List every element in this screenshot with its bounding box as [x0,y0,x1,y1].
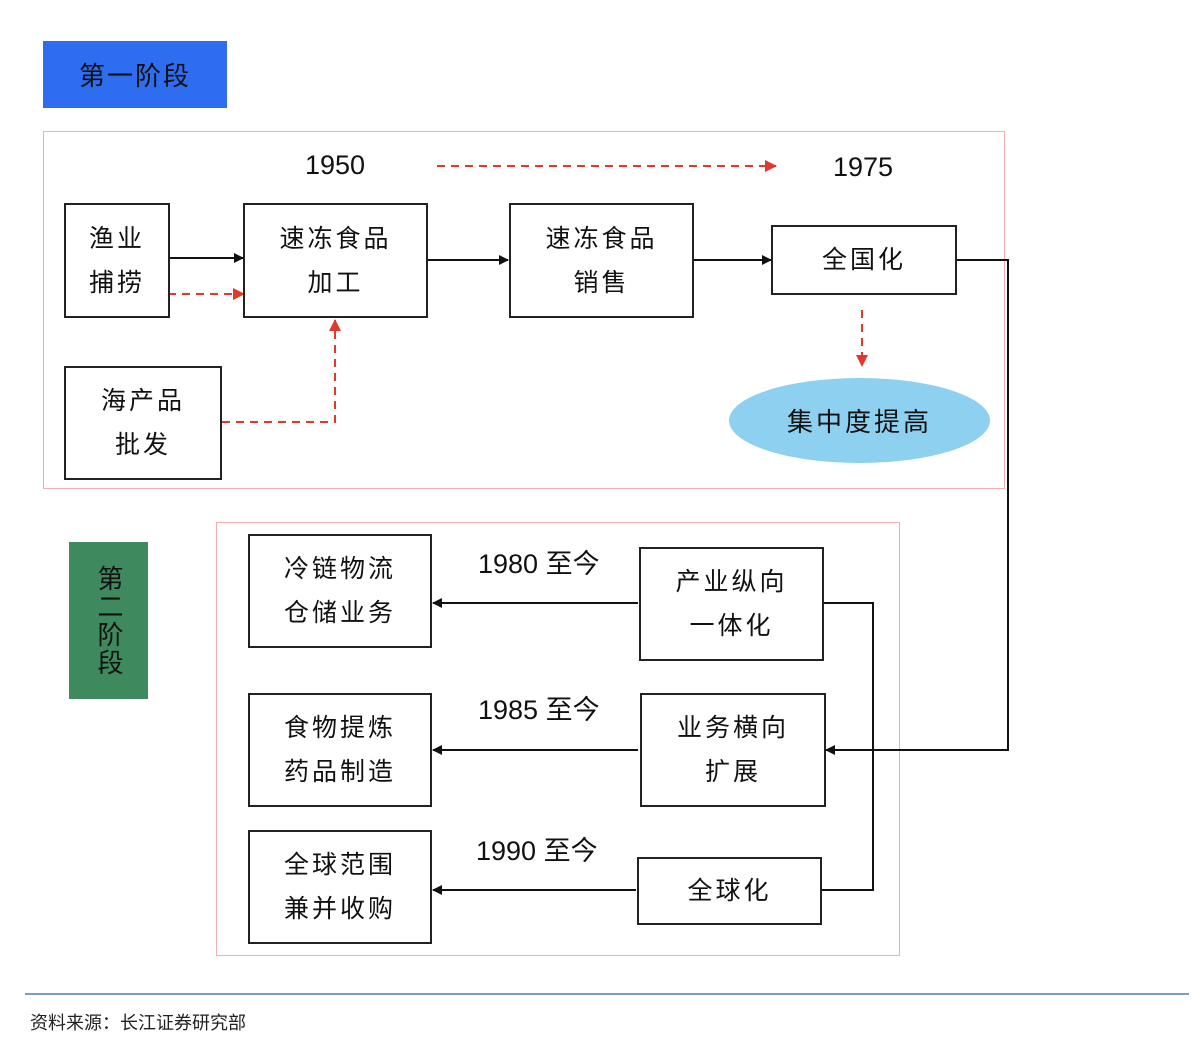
global-ma-box: 全球范围 兼并收购 [248,830,432,944]
nationalization-box: 全国化 [771,225,957,295]
national-to-horizontal-arrow [825,259,1009,755]
fishing-line-2: 捕捞 [88,267,145,297]
seafood-wholesale-line-2: 批发 [114,430,171,459]
wholesale-to-processing-arrow [222,319,341,423]
globalization-label: 全球化 [687,876,772,905]
coldchain-line-2: 仓储业务 [283,598,396,627]
frozen-sales-box: 速冻食品 销售 [509,203,694,318]
year-label-1980: 1980 至今 [478,549,600,579]
frozen-processing-line-1: 速冻食品 [279,223,392,253]
food-pharma-line-2: 药品制造 [283,757,396,786]
food-pharma-line-1: 食物提炼 [283,713,396,742]
globalization-box: 全球化 [637,857,822,925]
year-label-1985: 1985 至今 [478,695,600,725]
stage-two-badge: 第二阶段 [69,542,148,699]
vertical-integration-box: 产业纵向 一体化 [639,547,824,661]
horizontal-expansion-line-1: 业务横向 [676,713,789,742]
stage-one-badge: 第一阶段 [43,41,227,108]
seafood-wholesale-box: 海产品 批发 [64,366,222,480]
vertical-integration-line-2: 一体化 [689,611,774,640]
global-ma-line-1: 全球范围 [283,850,396,879]
frozen-sales-line-2: 销售 [573,267,630,297]
food-pharma-box: 食物提炼 药品制造 [248,693,432,807]
source-note: 资料来源：长江证券研究部 [30,1013,246,1034]
coldchain-box: 冷链物流 仓储业务 [248,534,432,648]
nationalization-label: 全国化 [821,245,906,274]
fishing-line-1: 渔业 [88,223,145,253]
seafood-wholesale-line-1: 海产品 [100,386,185,415]
year-start: 1950 [305,150,366,180]
frozen-processing-box: 速冻食品 加工 [243,203,428,318]
fishing-box: 渔业 捕捞 [64,203,170,318]
vertical-integration-line-1: 产业纵向 [675,567,788,596]
stage-one-label: 第一阶段 [78,62,191,92]
year-label-1990: 1990 至今 [476,836,598,866]
coldchain-line-1: 冷链物流 [283,554,396,583]
frozen-sales-line-1: 速冻食品 [545,223,658,253]
footer-divider [25,993,1189,995]
year-end: 1975 [833,152,894,182]
horizontal-expansion-box: 业务横向 扩展 [640,693,826,807]
phase-one-frame [43,131,1005,489]
phase-two-frame [216,522,900,956]
global-ma-line-2: 兼并收购 [283,894,396,923]
stage-two-label: 第二阶段 [93,564,123,677]
drivers-bracket [822,602,874,891]
concentration-label: 集中度提高 [786,408,932,438]
horizontal-expansion-line-2: 扩展 [704,757,761,786]
concentration-ellipse: 集中度提高 [729,378,990,463]
frozen-processing-line-2: 加工 [307,267,364,297]
